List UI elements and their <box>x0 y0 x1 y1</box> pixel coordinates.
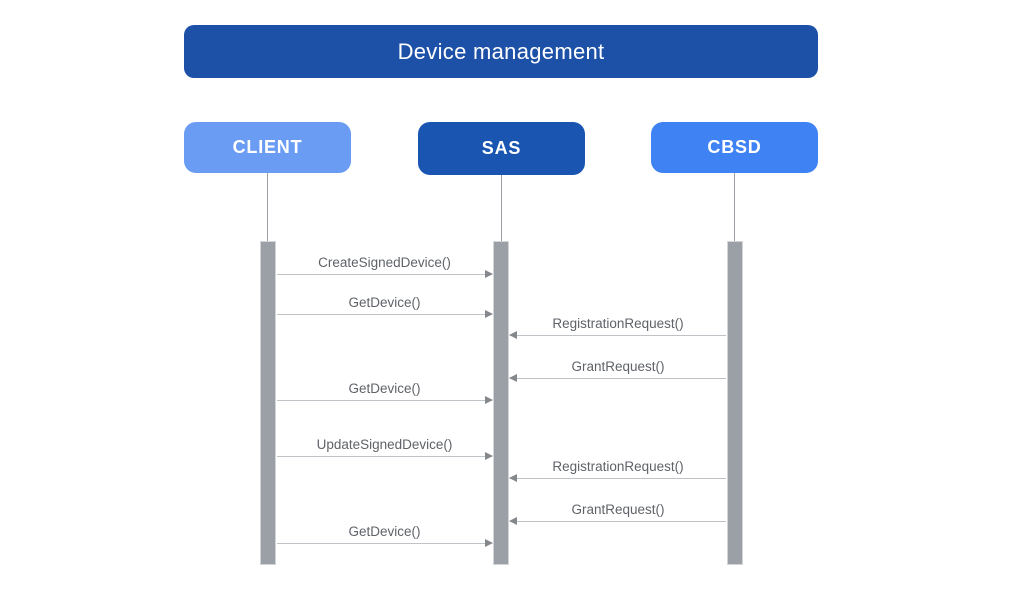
message-label: GetDevice() <box>348 524 421 539</box>
message-3: RegistrationRequest() <box>509 312 726 340</box>
lifeline-cbsd <box>733 173 735 241</box>
message-arrow-line <box>509 474 726 483</box>
actor-cbsd-label: CBSD <box>707 137 762 157</box>
message-label: RegistrationRequest() <box>552 459 684 474</box>
message-arrow-line <box>509 374 726 383</box>
arrowhead-right-icon <box>485 452 493 461</box>
message-arrow-line <box>277 270 493 279</box>
actor-sas-label: SAS <box>481 138 522 158</box>
message-8: GrantRequest() <box>509 498 726 526</box>
message-label: GrantRequest() <box>571 359 665 374</box>
arrowhead-left-icon <box>509 374 517 383</box>
actor-cbsd: CBSD <box>651 122 818 173</box>
lifeline-client <box>266 173 268 241</box>
lifeline-sas <box>500 175 502 241</box>
message-7: RegistrationRequest() <box>509 455 726 483</box>
message-arrow-line <box>277 396 493 405</box>
message-2: GetDevice() <box>277 291 493 319</box>
arrowhead-left-icon <box>509 474 517 483</box>
message-5: GetDevice() <box>277 377 493 405</box>
message-label: GetDevice() <box>348 381 421 396</box>
actor-client-label: CLIENT <box>232 137 303 157</box>
diagram-title: Device management <box>184 25 818 78</box>
arrowhead-right-icon <box>485 310 493 319</box>
arrowhead-right-icon <box>485 539 493 548</box>
message-arrow-line <box>509 331 726 340</box>
activation-bar-sas <box>493 241 509 565</box>
activation-bar-client <box>260 241 276 565</box>
message-6: UpdateSignedDevice() <box>277 433 493 461</box>
arrowhead-left-icon <box>509 517 517 526</box>
message-label: UpdateSignedDevice() <box>316 437 453 452</box>
message-label: CreateSignedDevice() <box>318 255 451 270</box>
message-arrow-line <box>277 310 493 319</box>
message-arrow-line <box>509 517 726 526</box>
message-1: CreateSignedDevice() <box>277 251 493 279</box>
activation-bar-cbsd <box>727 241 743 565</box>
message-arrow-line <box>277 539 493 548</box>
actor-client: CLIENT <box>184 122 351 173</box>
message-arrow-line <box>277 452 493 461</box>
message-label: RegistrationRequest() <box>552 316 684 331</box>
arrowhead-right-icon <box>485 270 493 279</box>
message-9: GetDevice() <box>277 520 493 548</box>
message-4: GrantRequest() <box>509 355 726 383</box>
message-label: GrantRequest() <box>571 502 665 517</box>
actor-sas: SAS <box>418 122 585 175</box>
message-label: GetDevice() <box>348 295 421 310</box>
arrowhead-right-icon <box>485 396 493 405</box>
arrowhead-left-icon <box>509 331 517 340</box>
